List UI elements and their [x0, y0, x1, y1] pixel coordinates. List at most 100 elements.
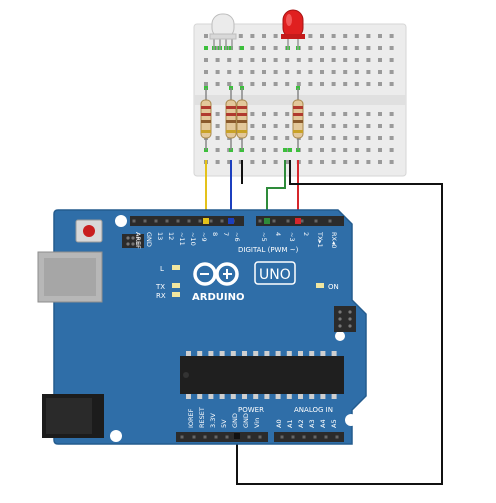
digital-pin-label: RX◂0 [330, 232, 338, 248]
power-pin-label: 5V [220, 419, 228, 428]
breadboard-hole [354, 58, 359, 62]
breadboard-hole [331, 136, 336, 140]
header-hole [143, 219, 147, 223]
power-header [176, 432, 268, 442]
header-hole [291, 435, 295, 439]
header-hole [300, 219, 304, 223]
breadboard-hole [354, 112, 359, 116]
breadboard-hole [296, 82, 301, 86]
resistor [236, 88, 248, 150]
breadboard-hole [343, 148, 348, 152]
breadboard-hole [285, 136, 290, 140]
breadboard-hole [378, 70, 382, 74]
digital-pin-label: 7 [222, 232, 230, 236]
led-tx-label: TX [155, 283, 165, 291]
breadboard-hole [285, 112, 290, 116]
breadboard-hole [354, 136, 359, 140]
mounting-hole [110, 430, 122, 442]
red-led [281, 9, 305, 50]
breadboard-hole [320, 82, 324, 86]
breadboard-hole [250, 124, 255, 128]
breadboard-hole [215, 46, 220, 50]
digital-pin-label: 4 [274, 232, 282, 236]
header-hole [272, 219, 276, 223]
breadboard-hole [378, 112, 382, 116]
analog-header [274, 432, 344, 442]
breadboard-hole [204, 58, 208, 62]
breadboard-hole [320, 46, 324, 50]
breadboard-hole [215, 148, 220, 152]
breadboard-hole [285, 124, 290, 128]
breadboard-hole [285, 82, 290, 86]
breadboard-hole [366, 124, 371, 128]
breadboard-hole [343, 58, 348, 62]
digital-pin-label: AREF [134, 232, 142, 249]
breadboard-hole [250, 148, 255, 152]
breadboard-hole [389, 136, 394, 140]
breadboard-hole [308, 124, 313, 128]
breadboard-hole-active [204, 46, 208, 50]
breadboard-hole [308, 46, 313, 50]
power-pin-label: IOREF [187, 408, 195, 428]
rgb-led [209, 13, 237, 50]
breadboard-hole [262, 112, 266, 116]
breadboard-hole [378, 82, 382, 86]
breadboard-hole [262, 70, 266, 74]
breadboard-hole [308, 112, 313, 116]
reset-button [75, 219, 103, 243]
breadboard-hole [320, 136, 324, 140]
header-hole [314, 219, 318, 223]
breadboard-hole [227, 58, 232, 62]
breadboard-hole [378, 124, 382, 128]
breadboard-hole [285, 70, 290, 74]
breadboard-hole [389, 124, 394, 128]
breadboard-hole [273, 34, 278, 38]
breadboard-hole [354, 34, 359, 38]
header-hole [192, 435, 196, 439]
breadboard-hole [378, 34, 382, 38]
breadboard-hole [250, 136, 255, 140]
power-pin-label: GND [242, 413, 250, 428]
header-hole [258, 435, 262, 439]
atmega-chip [180, 351, 344, 399]
power-pin-label: 3.3V [209, 413, 217, 428]
digital-pin-label: 8 [211, 232, 219, 236]
breadboard-hole [262, 82, 266, 86]
breadboard-hole [343, 34, 348, 38]
breadboard-hole [343, 46, 348, 50]
header-hole [154, 219, 158, 223]
model-label: UNO [259, 267, 291, 283]
breadboard-hole [227, 160, 232, 164]
breadboard-hole [331, 82, 336, 86]
header-hole [302, 435, 306, 439]
breadboard-hole [366, 58, 371, 62]
led-l-label: L [160, 265, 164, 273]
breadboard-hole [331, 58, 336, 62]
breadboard-hole [308, 34, 313, 38]
digital-pin-label: ~5 [260, 232, 268, 242]
breadboard-hole [227, 82, 232, 86]
digital-header [130, 216, 344, 226]
wire-pins [203, 218, 301, 439]
breadboard-hole [273, 58, 278, 62]
breadboard-hole [273, 124, 278, 128]
breadboard-hole [296, 58, 301, 62]
breadboard-hole [273, 160, 278, 164]
breadboard-hole [273, 112, 278, 116]
header-hole [214, 435, 218, 439]
breadboard-hole [366, 148, 371, 152]
analog-pin-label: A3 [308, 419, 316, 428]
breadboard-hole [320, 148, 324, 152]
breadboard-hole [308, 148, 313, 152]
resistors [200, 88, 304, 150]
model-box [254, 261, 296, 285]
breadboard-hole [215, 82, 220, 86]
breadboard-hole [331, 70, 336, 74]
breadboard-hole [331, 34, 336, 38]
breadboard-hole [389, 112, 394, 116]
analog-label: ANALOG IN [294, 406, 333, 414]
breadboard-hole [389, 58, 394, 62]
breadboard-hole [378, 160, 382, 164]
